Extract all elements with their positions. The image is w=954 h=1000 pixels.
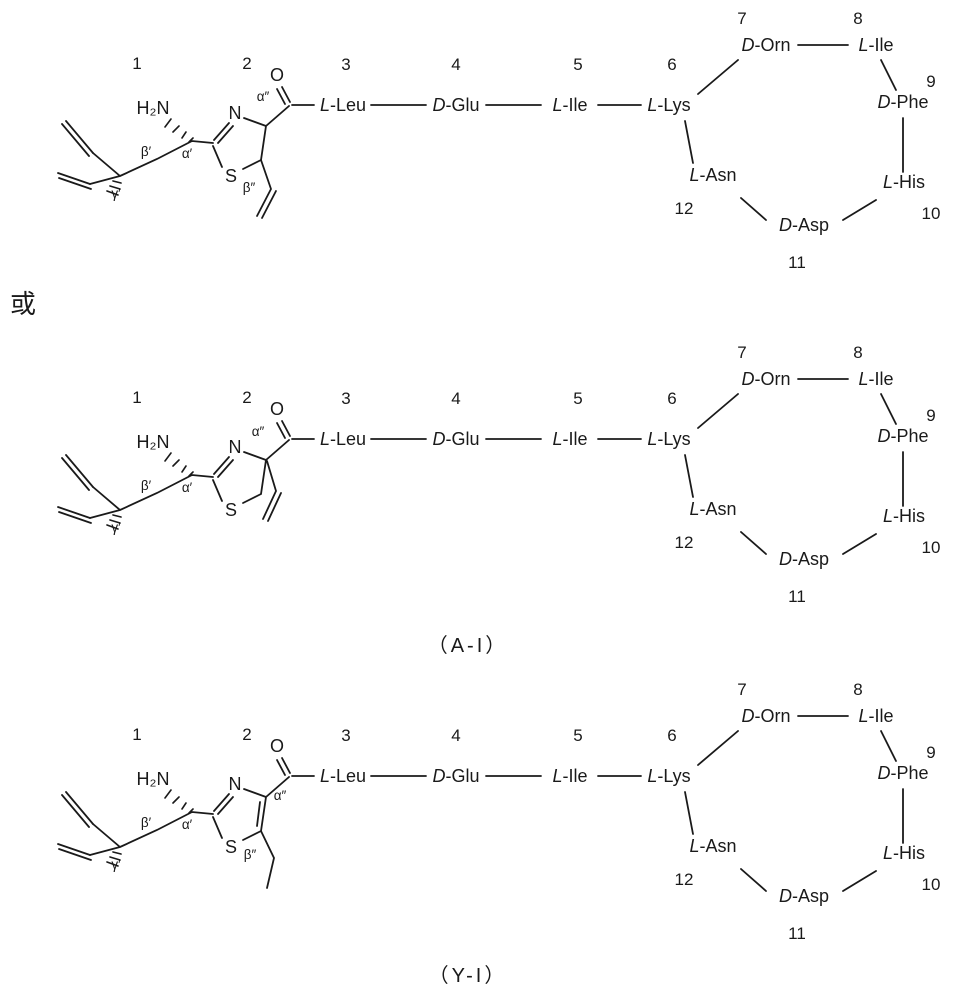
thiazole-aromatic-and-ethyl-bond-lines: [256, 801, 275, 889]
alpha-double-prime-label: α″: [252, 424, 265, 439]
c5-vinyl-bond-lines: [256, 159, 277, 219]
alpha-double-prime-label: α″: [257, 89, 270, 104]
structure-template-instance: [57, 679, 942, 944]
caption-a-i: （A-I）: [428, 634, 509, 657]
structure-template-instance: [57, 8, 942, 273]
structure-2: α″: [57, 342, 942, 607]
c4-vinyl-bond-lines: [262, 460, 282, 522]
beta-double-prime-label: β″: [244, 847, 257, 862]
structure-template-instance: [57, 342, 942, 607]
caption-y-i: （Y-I）: [429, 964, 508, 987]
structure-1: α″ β″: [57, 8, 942, 273]
beta-double-prime-label: β″: [243, 180, 256, 195]
or-connector-text: 或: [10, 289, 36, 319]
structure-3: α″ β″: [57, 679, 942, 944]
alpha-double-prime-label: α″: [274, 788, 287, 803]
